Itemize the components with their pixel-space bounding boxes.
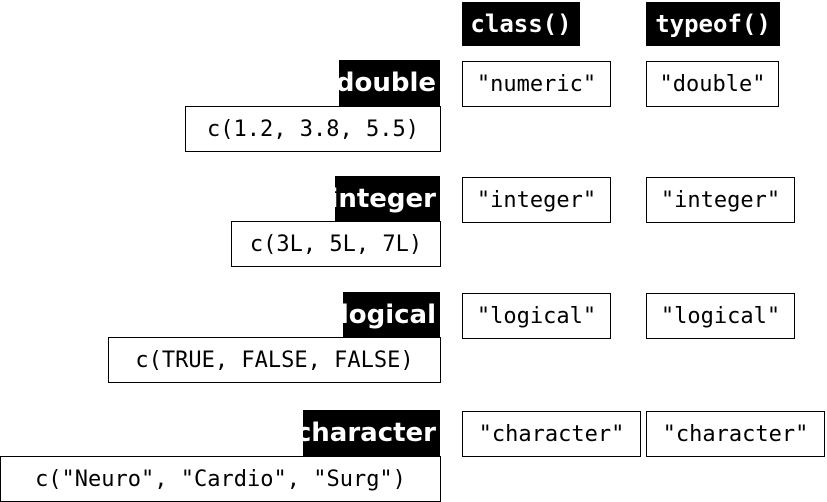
type-label-character: character — [296, 410, 440, 456]
typeof-result-logical: "logical" — [646, 293, 795, 339]
typeof-header: typeof() — [646, 2, 780, 46]
class-result-character: "character" — [462, 411, 641, 457]
type-label-integer: integer — [329, 176, 440, 222]
typeof-result-double: "double" — [646, 61, 779, 107]
type-label-logical: logical — [340, 292, 440, 338]
class-header: class() — [462, 2, 580, 46]
typeof-result-character: "character" — [646, 411, 825, 457]
expression-box-integer: c(3L, 5L, 7L) — [231, 221, 441, 267]
expression-box-character: c("Neuro", "Cardio", "Surg") — [0, 456, 441, 502]
class-result-integer: "integer" — [462, 177, 611, 223]
typeof-result-integer: "integer" — [646, 177, 795, 223]
expression-box-double: c(1.2, 3.8, 5.5) — [185, 106, 441, 152]
class-result-logical: "logical" — [462, 293, 611, 339]
class-result-double: "numeric" — [462, 61, 611, 107]
expression-box-logical: c(TRUE, FALSE, FALSE) — [108, 337, 441, 383]
type-label-double: double — [336, 60, 440, 106]
